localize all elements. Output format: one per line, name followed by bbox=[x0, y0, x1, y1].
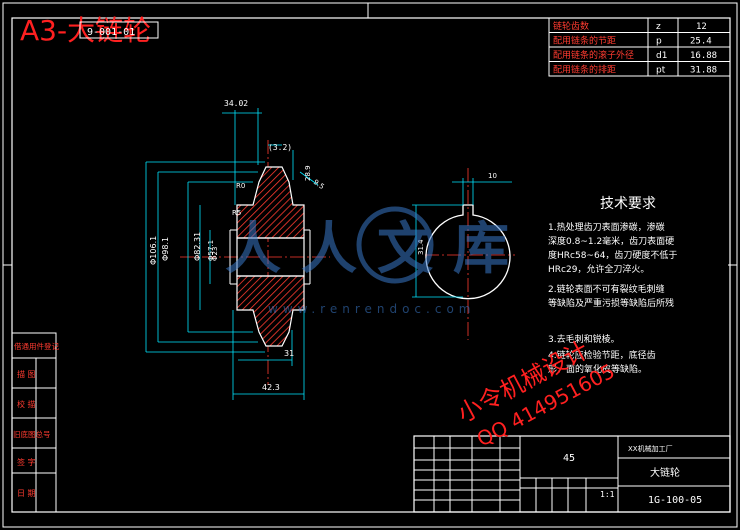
tech-requirements: 技术要求 1.热处理齿刀表面渗碳，渗碳 深度0.8~1.2毫米，齿刀表面硬 度H… bbox=[548, 196, 677, 375]
tech-line-9: 形，面的氧化皮等缺陷。 bbox=[548, 363, 647, 375]
dim-rad-b: R5 bbox=[232, 209, 241, 217]
tech-line-7: 3.去毛刺和锐棱。 bbox=[548, 333, 620, 345]
bore-outline bbox=[236, 237, 305, 277]
param-name-0: 链轮齿数 bbox=[553, 20, 589, 32]
dim-bore-b: Φ23 bbox=[211, 247, 219, 261]
param-sym-0: z bbox=[656, 22, 661, 32]
hatch-lower bbox=[236, 275, 305, 347]
watermark-title: A3-大链轮 bbox=[20, 14, 151, 47]
drawing-code-top: 9-001-01 bbox=[87, 27, 135, 38]
title-material: 45 bbox=[563, 453, 575, 464]
param-name-3: 配用链条的排距 bbox=[553, 64, 616, 76]
tech-line-1: 深度0.8~1.2毫米，齿刀表面硬 bbox=[548, 235, 674, 247]
param-table: 链轮齿数 配用链条的节距 配用链条的滚子外径 配用链条的排距 z p d1 pt… bbox=[548, 17, 731, 77]
dim-rad-a: R0 bbox=[236, 182, 245, 190]
param-val-3: 31.88 bbox=[690, 66, 717, 76]
dim-bore-a: Φ57.1 bbox=[207, 240, 215, 261]
side-label-5: 日 期 bbox=[17, 489, 36, 498]
title-drawing-no: 1G-100-05 bbox=[648, 495, 702, 506]
dim-od: Φ106.1 bbox=[149, 236, 158, 265]
side-label-4: 签 字 bbox=[17, 457, 36, 467]
brand-logo-icon bbox=[356, 206, 434, 284]
dim-pd: Φ98.1 bbox=[161, 237, 170, 261]
watermark-brand: 人人文库 bbox=[225, 217, 529, 282]
side-label-1: 描 图 bbox=[17, 369, 36, 379]
param-name-2: 配用链条的滚子外径 bbox=[553, 49, 634, 61]
dim-right: 28.9 bbox=[304, 165, 312, 181]
tech-line-5: 等缺陷及严重污损等缺陷后所残 bbox=[548, 297, 674, 309]
brand-watermark: 人人文库 www.renrendoc.com bbox=[225, 206, 529, 316]
tech-title: 技术要求 bbox=[600, 196, 656, 212]
side-register: 借通用件登记 描 图 校 描 旧底图总号 签 字 日 期 bbox=[11, 332, 59, 513]
dim-hub: Φ82.31 bbox=[193, 232, 202, 261]
dim-key-depth: 31.4 bbox=[417, 239, 425, 255]
title-block: 45 XX机械加工厂 大链轮 1:1 1G-100-05 bbox=[413, 435, 731, 513]
side-label-3: 旧底图总号 bbox=[13, 429, 51, 439]
dim-chamfer: (3.2) bbox=[268, 143, 292, 152]
contact-watermark: 小令机械设计 QQ 414951605 bbox=[453, 336, 619, 452]
param-name-1: 配用链条的节距 bbox=[553, 35, 616, 47]
title-part-name: 大链轮 bbox=[650, 466, 680, 479]
dim-bottom-b: 42.3 bbox=[262, 383, 280, 392]
section-view: 34.02 (3.2) R0 R5 28.9 9.5 Φ106.1 Φ98.1 … bbox=[145, 99, 330, 400]
tech-line-3: HRc29，允许全刀淬火。 bbox=[548, 263, 649, 275]
dim-top-width: 34.02 bbox=[224, 99, 248, 108]
title-scale: 1:1 bbox=[600, 490, 615, 499]
side-label-0: 借通用件登记 bbox=[14, 341, 59, 351]
param-val-0: 12 bbox=[696, 22, 707, 32]
param-sym-2: d1 bbox=[656, 51, 667, 61]
tech-line-2: 度HRc58~64，齿刀硬度不低于 bbox=[548, 249, 677, 261]
param-val-2: 16.88 bbox=[690, 51, 717, 61]
dim-diag: 9.5 bbox=[312, 178, 326, 191]
param-sym-1: p bbox=[656, 37, 662, 47]
tech-line-0: 1.热处理齿刀表面渗碳，渗碳 bbox=[548, 221, 665, 233]
side-label-2: 校 描 bbox=[17, 399, 36, 409]
param-val-1: 25.4 bbox=[690, 37, 712, 47]
param-sym-3: pt bbox=[656, 66, 666, 76]
tech-line-4: 2.链轮表面不可有裂纹毛刺缝 bbox=[548, 283, 665, 295]
tech-line-8: 4.链轮应检验节距，底径齿 bbox=[548, 349, 656, 361]
watermark-url: www.renrendoc.com bbox=[268, 302, 475, 316]
dim-bottom-a: 31 bbox=[284, 349, 294, 358]
dim-key-width: 10 bbox=[488, 172, 497, 180]
title-company: XX机械加工厂 bbox=[628, 444, 673, 453]
code-box bbox=[79, 21, 159, 39]
